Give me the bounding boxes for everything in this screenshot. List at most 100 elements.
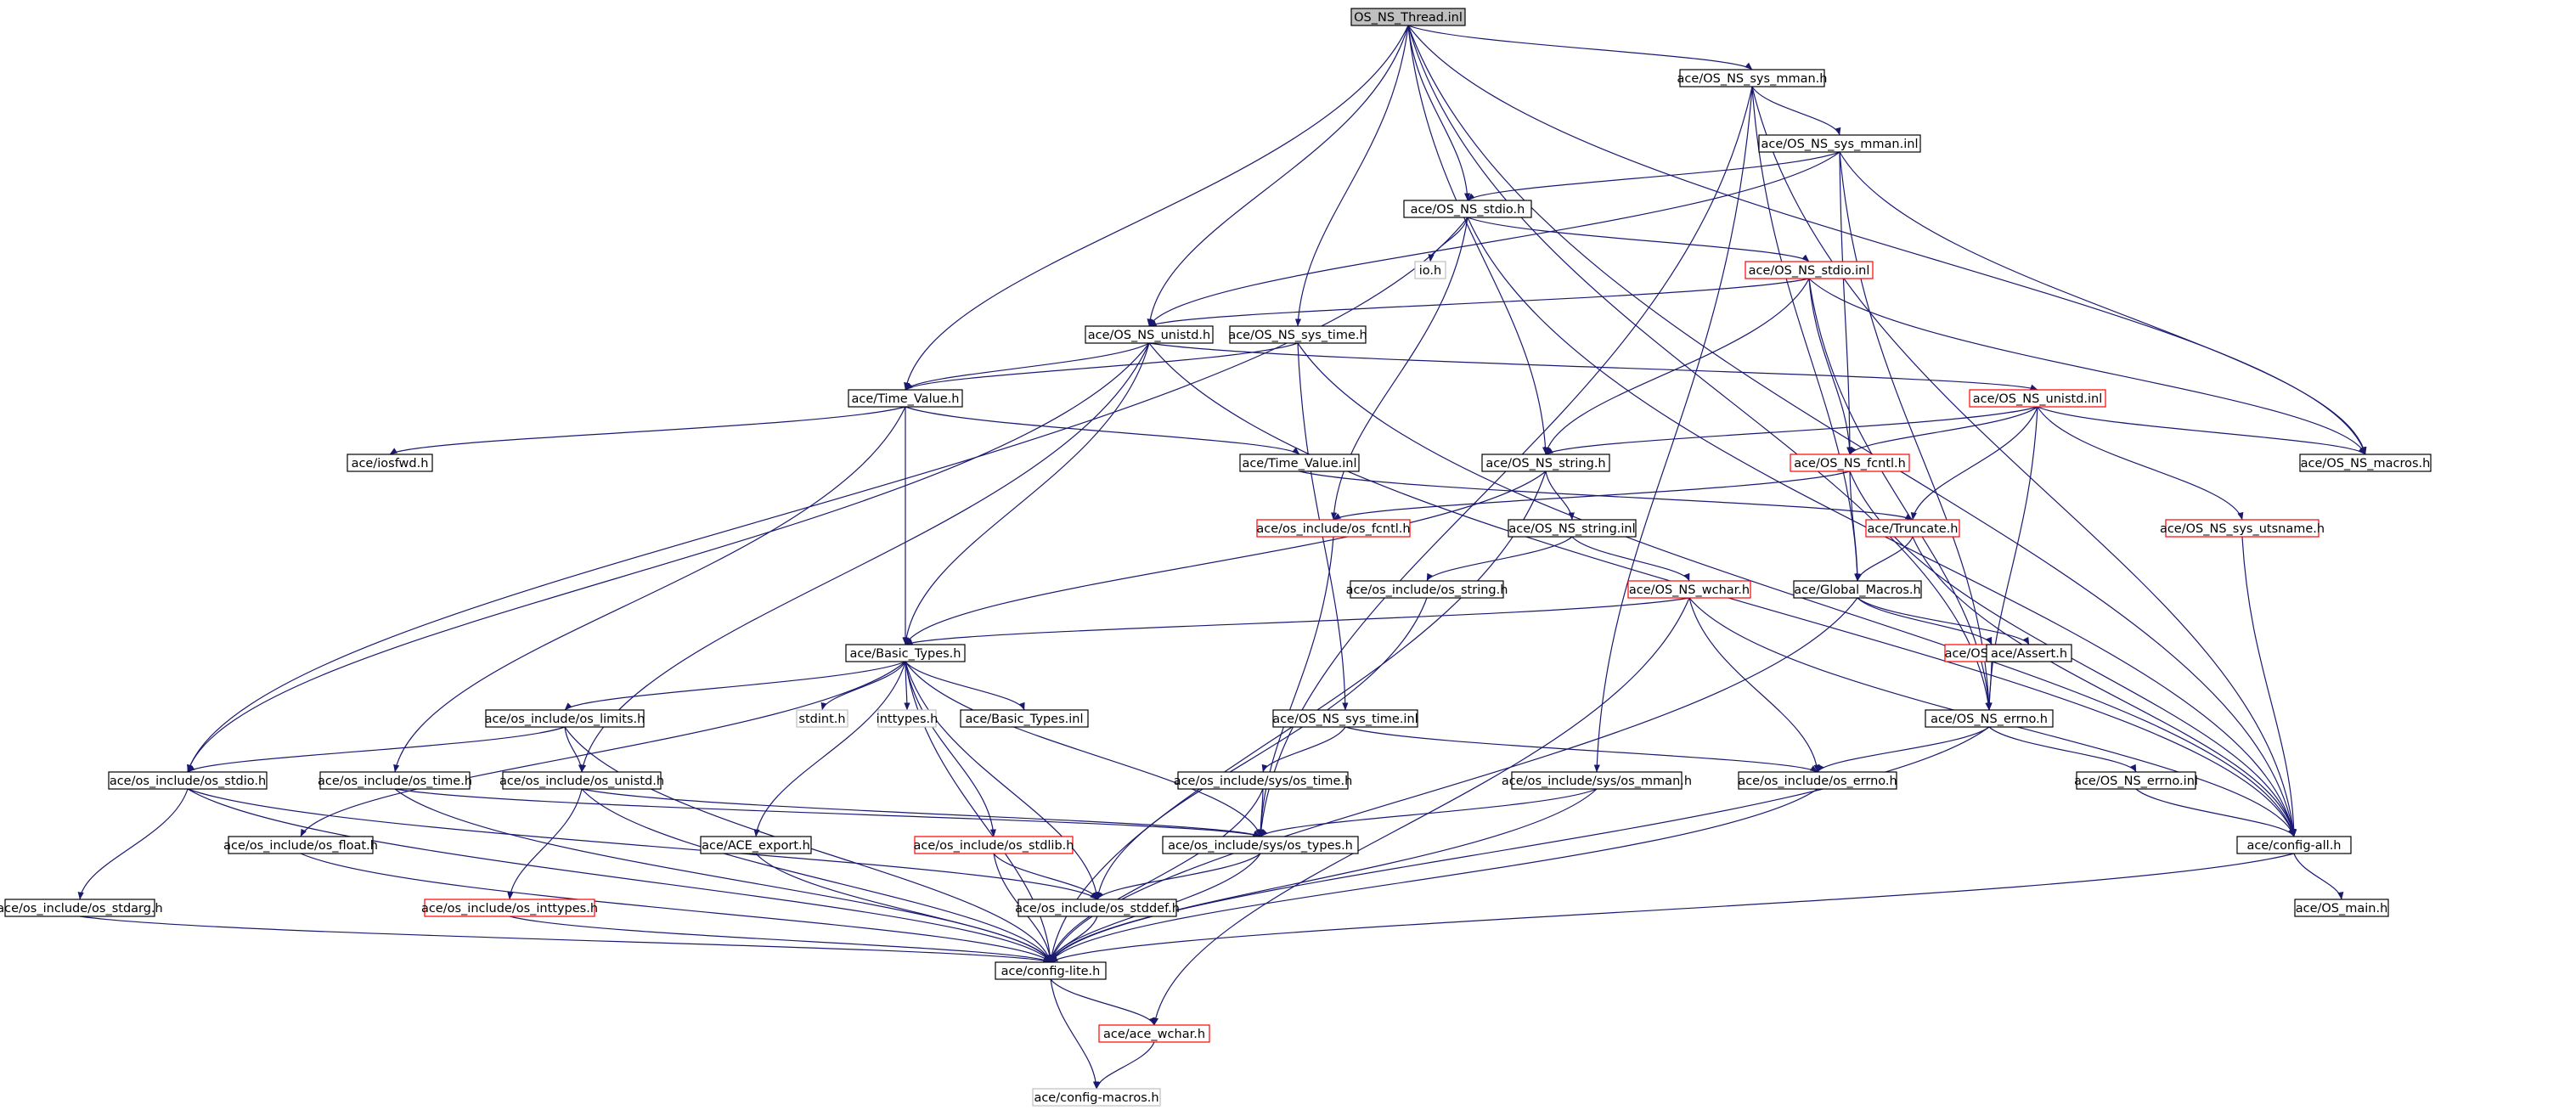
- node-ace-os-include-sys-os-time-h[interactable]: ace/os_include/sys/os_time.h: [1174, 771, 1353, 790]
- node-ace-basic-types-h[interactable]: ace/Basic_Types.h: [845, 644, 966, 662]
- node-stdint-h: stdint.h: [796, 709, 848, 728]
- edge-ace-basic-types-h-to-ace-basic-types-inl: [905, 661, 1025, 711]
- edge-ace-os-ns-unistd-h-to-ace-basic-types-h: [903, 342, 1150, 645]
- node-box: [1679, 69, 1825, 87]
- edge-ace-time-value-h-to-ace-iosfwd-h: [389, 406, 906, 455]
- node-ace-time-value-h[interactable]: ace/Time_Value.h: [848, 389, 963, 408]
- node-box: [1239, 454, 1360, 472]
- node-box: [1986, 644, 2072, 662]
- edge-ace-os-ns-errno-inl-to-ace-config-all-h: [2135, 788, 2295, 837]
- node-ace-ace-wchar-h[interactable]: ace/ace_wchar.h: [1098, 1024, 1210, 1043]
- node-ace-os-include-os-stdio-h[interactable]: ace/os_include/os_stdio.h: [108, 771, 268, 790]
- node-os-ns-thread-inl: OS_NS_Thread.inl: [1350, 8, 1466, 26]
- edge-ace-os-ns-sys-mman-h-to-ace-os-ns-sys-mman-inl: [1751, 86, 1841, 136]
- node-ace-iosfwd-h[interactable]: ace/iosfwd.h: [347, 454, 433, 472]
- node-label: ace/OS_main.h: [2296, 902, 2388, 916]
- edge-os-ns-thread-inl-to-ace-time-value-h: [904, 25, 1409, 391]
- edge-ace-os-ns-sys-mman-h-to-ace-config-all-h: [1751, 86, 2297, 837]
- node-ace-os-include-sys-os-types-h[interactable]: ace/os_include/sys/os_types.h: [1162, 836, 1359, 854]
- node-box: [228, 836, 374, 854]
- edge-ace-os-ns-sys-time-h-to-ace-time-value-h: [905, 342, 1299, 391]
- node-box: [1865, 519, 1960, 538]
- node-ace-os-ns-sys-mman-h[interactable]: ace/OS_NS_sys_mman.h: [1677, 69, 1828, 87]
- node-label: ace/config-all.h: [2246, 839, 2341, 853]
- node-ace-os-include-os-errno-h[interactable]: ace/os_include/os_errno.h: [1738, 771, 1897, 790]
- node-ace-os-include-os-inttypes-h[interactable]: ace/os_include/os_inttypes.h: [421, 899, 598, 917]
- edge-ace-os-include-os-stdio-h-to-ace-config-lite-h: [187, 788, 1051, 963]
- node-ace-assert-h[interactable]: ace/Assert.h: [1986, 644, 2072, 662]
- node-ace-os-ns-sys-utsname-h[interactable]: ace/OS_NS_sys_utsname.h: [2160, 519, 2325, 538]
- node-ace-os-ns-string-h[interactable]: ace/OS_NS_string.h: [1481, 454, 1610, 472]
- nodes-layer: OS_NS_Thread.inl ace/OS_NS_sys_mman.h ace/…: [0, 8, 2432, 1107]
- node-ace-ace-export-h[interactable]: ace/ACE_export.h: [700, 836, 812, 854]
- node-ace-os-ns-stdio-h[interactable]: ace/OS_NS_stdio.h: [1403, 200, 1532, 218]
- node-label: ace/os_include/os_time.h: [318, 775, 472, 788]
- node-box: [2299, 454, 2432, 472]
- node-box: [1085, 325, 1214, 344]
- node-io-h: io.h: [1414, 261, 1446, 279]
- edge-ace-os-ns-string-h-to-ace-basic-types-h: [905, 470, 1547, 645]
- node-ace-os-ns-sys-time-h[interactable]: ace/OS_NS_sys_time.h: [1228, 325, 1367, 344]
- node-ace-os-ns-sys-mman-inl[interactable]: ace/OS_NS_sys_mman.inl: [1758, 134, 1921, 153]
- node-box: [995, 961, 1107, 980]
- node-ace-basic-types-inl[interactable]: ace/Basic_Types.inl: [960, 709, 1089, 728]
- node-ace-os-include-os-unistd-h[interactable]: ace/os_include/os_unistd.h: [499, 771, 664, 790]
- node-ace-os-ns-errno-h[interactable]: ace/OS_NS_errno.h: [1925, 709, 2054, 728]
- edge-ace-os-include-os-stddef-h-to-ace-config-lite-h: [1048, 916, 1098, 963]
- node-ace-os-ns-unistd-h[interactable]: ace/OS_NS_unistd.h: [1085, 325, 1214, 344]
- node-ace-os-include-os-time-h[interactable]: ace/os_include/os_time.h: [318, 771, 472, 790]
- edge-ace-os-ns-stdio-h-to-ace-os-ns-stdio-inl: [1467, 217, 1810, 262]
- node-ace-os-include-os-fcntl-h[interactable]: ace/os_include/os_fcntl.h: [1256, 519, 1411, 538]
- edge-ace-os-include-os-stdio-h-to-ace-os-include-os-stddef-h: [187, 788, 1098, 900]
- node-label: ace/os_include/os_unistd.h: [499, 775, 664, 788]
- edge-ace-os-errno-h-to-ace-os-ns-errno-h: [1986, 661, 1993, 711]
- edge-ace-os-ns-unistd-inl-to-ace-os-ns-string-h: [1545, 406, 2038, 455]
- node-label: ace/os_include/os_fcntl.h: [1256, 522, 1410, 536]
- node-ace-config-macros-h: ace/config-macros.h: [1032, 1088, 1161, 1107]
- node-ace-os-include-os-stdarg-h[interactable]: ace/os_include/os_stdarg.h: [0, 899, 163, 917]
- node-box: [1738, 771, 1897, 790]
- node-ace-time-value-inl[interactable]: ace/Time_Value.inl: [1239, 454, 1360, 472]
- node-label: ace/os_include/os_inttypes.h: [421, 902, 598, 916]
- edge-ace-os-ns-unistd-h-to-ace-os-ns-unistd-inl: [1148, 342, 2038, 391]
- node-box: [1511, 771, 1683, 790]
- node-ace-os-include-os-limits-h[interactable]: ace/os_include/os_limits.h: [485, 709, 645, 728]
- node-ace-truncate-h[interactable]: ace/Truncate.h: [1865, 519, 1960, 538]
- edge-ace-global-macros-h-to-ace-assert-h: [1857, 597, 2030, 645]
- edge-ace-os-ns-unistd-inl-to-ace-os-ns-fcntl-h: [1849, 406, 2038, 455]
- edge-ace-os-include-sys-os-time-h-to-ace-config-lite-h: [1048, 788, 1264, 963]
- node-ace-config-lite-h[interactable]: ace/config-lite.h: [995, 961, 1107, 980]
- node-ace-os-include-os-float-h[interactable]: ace/os_include/os_float.h: [223, 836, 378, 854]
- node-box: [4, 899, 155, 917]
- node-ace-os-ns-wchar-h[interactable]: ace/OS_NS_wchar.h: [1627, 580, 1751, 599]
- node-ace-os-include-os-stdlib-h[interactable]: ace/os_include/os_stdlib.h: [914, 836, 1074, 854]
- node-label: ace/OS_NS_errno.inl: [2074, 775, 2198, 788]
- edges-layer: [77, 25, 2367, 1090]
- node-ace-os-ns-string-inl[interactable]: ace/OS_NS_string.inl: [1508, 519, 1637, 538]
- node-ace-os-include-os-string-h[interactable]: ace/os_include/os_string.h: [1346, 580, 1508, 599]
- edge-ace-os-include-os-limits-h-to-ace-os-include-os-unistd-h: [564, 726, 585, 773]
- node-box: [1925, 709, 2054, 728]
- node-box: [845, 644, 966, 662]
- edge-ace-os-include-os-time-h-to-ace-os-include-sys-os-types-h: [394, 788, 1261, 837]
- edge-ace-os-ns-fcntl-h-to-ace-global-macros-h: [1849, 470, 1861, 582]
- node-ace-os-main-h[interactable]: ace/OS_main.h: [2294, 899, 2389, 917]
- node-label: ace/OS_NS_string.h: [1485, 457, 1605, 470]
- node-ace-os-ns-fcntl-h[interactable]: ace/OS_NS_fcntl.h: [1790, 454, 1910, 472]
- node-ace-os-ns-errno-inl[interactable]: ace/OS_NS_errno.inl: [2074, 771, 2198, 790]
- edge-ace-os-ns-unistd-inl-to-ace-os-ns-macros-h: [2037, 406, 2366, 455]
- node-ace-config-all-h[interactable]: ace/config-all.h: [2236, 836, 2352, 854]
- edge-ace-os-ns-sys-mman-inl-to-ace-os-ns-stdio-h: [1467, 151, 1840, 201]
- node-ace-os-ns-stdio-inl[interactable]: ace/OS_NS_stdio.inl: [1745, 261, 1874, 279]
- node-ace-os-ns-unistd-inl[interactable]: ace/OS_NS_unistd.inl: [1969, 389, 2106, 408]
- node-box: [1481, 454, 1610, 472]
- node-label: ace/os_include/sys/os_types.h: [1168, 839, 1353, 853]
- node-ace-os-include-sys-os-mman-h[interactable]: ace/os_include/sys/os_mman.h: [1502, 771, 1692, 790]
- edge-ace-os-include-sys-os-mman-h-to-ace-os-include-sys-os-types-h: [1260, 788, 1598, 837]
- node-ace-os-ns-sys-time-inl[interactable]: ace/OS_NS_sys_time.inl: [1272, 709, 1418, 728]
- edge-ace-os-include-os-limits-h-to-ace-config-lite-h: [564, 726, 1051, 963]
- node-ace-os-ns-macros-h[interactable]: ace/OS_NS_macros.h: [2299, 454, 2432, 472]
- node-ace-os-include-os-stddef-h[interactable]: ace/os_include/os_stddef.h: [1015, 899, 1180, 917]
- node-ace-global-macros-h[interactable]: ace/Global_Macros.h: [1793, 580, 1922, 599]
- edge-ace-time-value-h-to-ace-time-value-inl: [905, 406, 1300, 455]
